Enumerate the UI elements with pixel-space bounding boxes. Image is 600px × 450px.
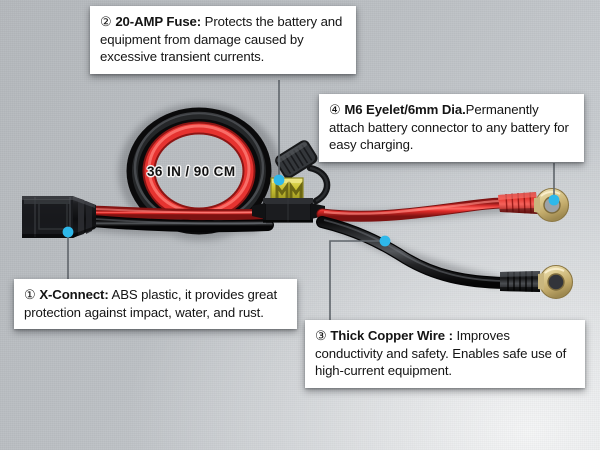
callout-2-title: 20-AMP Fuse: (115, 14, 202, 29)
callout-box-3: ③ Thick Copper Wire : Improves conductiv… (305, 320, 585, 389)
fuse-cap (275, 140, 318, 179)
callout-3-title: Thick Copper Wire : (330, 328, 453, 343)
inline-fuse-holder (252, 140, 331, 223)
marker-dot-x-connect (62, 226, 74, 238)
left-cable-run (86, 205, 274, 233)
callout-1-body: ABS plastic, it provides great protectio… (24, 287, 278, 320)
callout-4-title: M6 Eyelet/6mm Dia. (344, 102, 466, 117)
callout-1-number: ① (24, 287, 36, 302)
callout-box-1: ① X-Connect: ABS plastic, it provides gr… (14, 279, 297, 330)
callout-2-body: Protects the battery and equipment from … (100, 14, 343, 65)
marker-dot-fuse (273, 174, 285, 186)
callout-1-title: X-Connect: (39, 287, 109, 302)
leader-markers (62, 174, 560, 247)
marker-dot-wire (379, 235, 391, 247)
x-connect-connector (22, 196, 96, 238)
right-cable-run (316, 197, 511, 289)
callout-4-body: Permanently attach battery connector to … (329, 102, 569, 153)
callout-2-number: ② (100, 14, 112, 29)
leader-line-3 (329, 240, 385, 322)
callout-3-body: Improves conductivity and safety. Enable… (315, 328, 567, 379)
callout-box-2: ② 20-AMP Fuse: Protects the battery and … (90, 6, 356, 75)
cable-length-label: 36 IN / 90 CM (147, 164, 236, 179)
callout-3-number: ③ (315, 328, 327, 343)
callout-box-4: ④ M6 Eyelet/6mm Dia.Permanently attach b… (319, 94, 584, 163)
marker-dot-eyelet (548, 194, 560, 206)
callout-4-number: ④ (329, 102, 341, 117)
black-ring-terminal (500, 264, 574, 300)
